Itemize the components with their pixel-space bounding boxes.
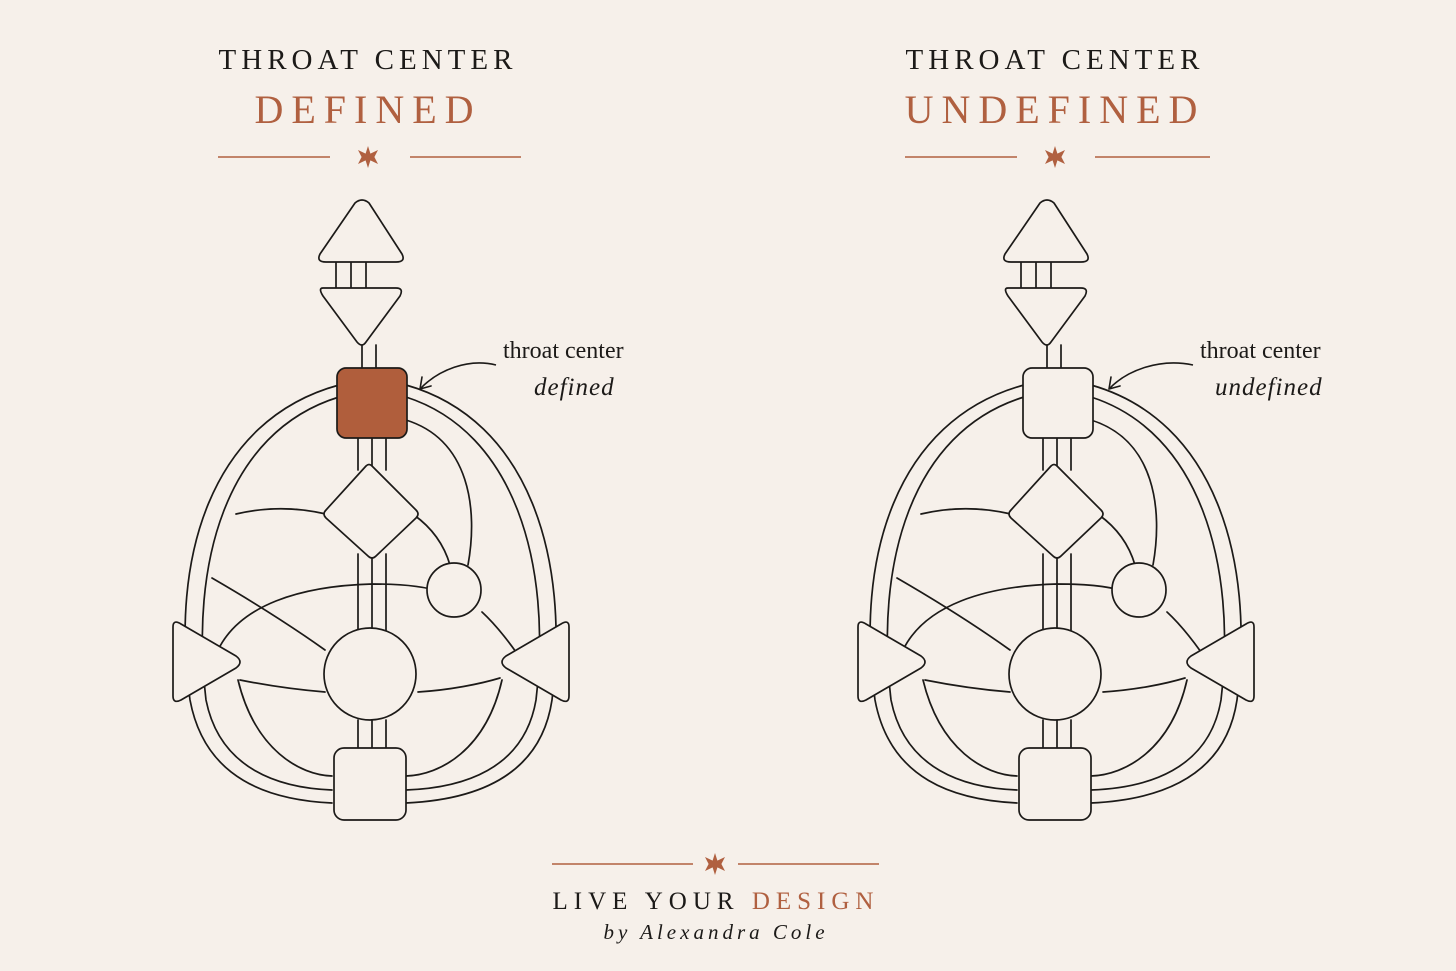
callout-label: throat center xyxy=(503,338,624,364)
panel-title: THROAT CENTER xyxy=(218,44,518,76)
bodygraph-chart xyxy=(857,146,1255,821)
callout-label: throat center xyxy=(1200,338,1321,364)
callout-state: undefined xyxy=(1215,374,1323,401)
panel-title: THROAT CENTER xyxy=(905,44,1205,76)
curved-arrow-icon xyxy=(1108,362,1194,390)
curved-arrow-icon xyxy=(419,362,497,390)
eight-point-star-icon xyxy=(358,146,378,168)
footer-brand-prefix: LIVE YOUR xyxy=(552,888,752,915)
panel-undefined: THROAT CENTER UNDEFINED throat center un… xyxy=(705,0,1405,840)
footer-brand: LIVE YOUR DESIGN xyxy=(0,888,1432,916)
footer-byline: by Alexandra Cole xyxy=(603,920,829,944)
bodygraph-chart xyxy=(172,146,570,821)
eight-point-star-icon xyxy=(705,853,725,875)
eight-point-star-icon xyxy=(1045,146,1065,168)
panel-state-title: DEFINED xyxy=(254,87,482,132)
footer-divider xyxy=(552,853,879,875)
title-divider xyxy=(905,146,1210,168)
throat-center xyxy=(1022,367,1094,439)
title-divider xyxy=(218,146,521,168)
panel-defined: THROAT CENTER DEFINED throat center defi… xyxy=(18,0,718,840)
footer-brand-accent: DESIGN xyxy=(751,888,880,915)
footer: LIVE YOUR DESIGN by Alexandra Cole xyxy=(0,840,1456,971)
callout-state: defined xyxy=(534,374,615,401)
throat-center xyxy=(336,367,408,439)
panel-state-title: UNDEFINED xyxy=(904,87,1206,132)
